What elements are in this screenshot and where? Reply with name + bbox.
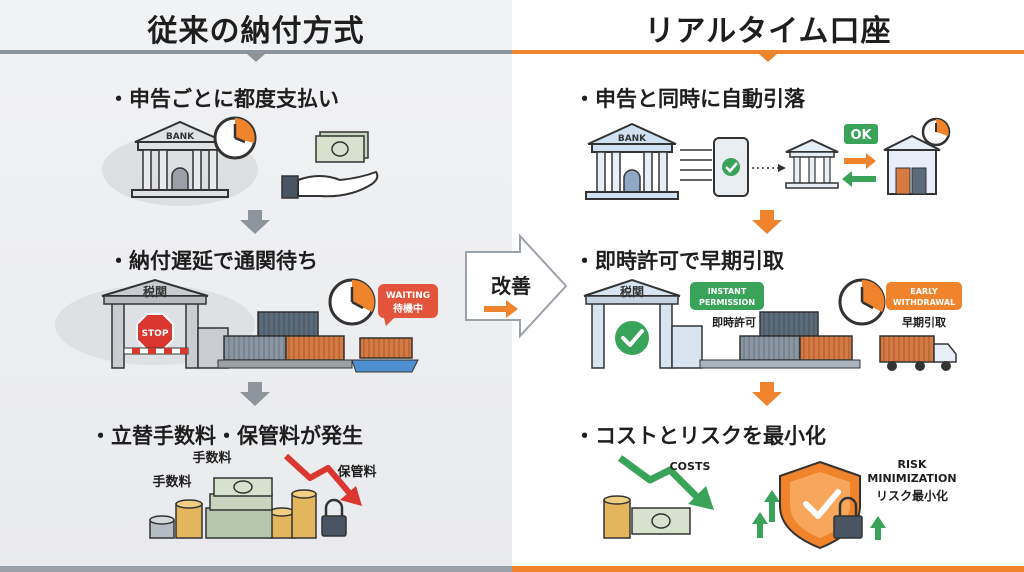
right-bank-icon — [585, 122, 679, 200]
left-clock-icon-2 — [328, 278, 376, 326]
right-down-arrow-1 — [752, 210, 782, 234]
right-containers — [699, 311, 861, 369]
right-title: リアルタイム口座 — [644, 14, 892, 49]
right-down-arrow-2 — [752, 382, 782, 406]
instant-permission-badge — [690, 282, 764, 310]
early-withdrawal-badge — [886, 282, 962, 310]
rising-cost-arrow-icon — [283, 453, 362, 506]
instant-en-1: INSTANT — [708, 287, 747, 296]
risk-en-1: RISK — [897, 458, 926, 471]
ok-badge — [844, 124, 878, 144]
waiting-sub: 待機中 — [393, 302, 423, 315]
check-circle-icon — [613, 319, 651, 357]
left-cash-icon — [315, 131, 369, 163]
fee-label-1: 手数料 — [192, 450, 231, 466]
right-coins-icon — [603, 495, 631, 539]
left-step-2: ・納付遅延で通関待ち — [108, 249, 318, 273]
improvement-label: 改善 — [491, 274, 531, 298]
waiting-label: WAITING — [386, 291, 430, 301]
exchange-arrows — [842, 153, 876, 187]
early-jp: 早期引取 — [902, 315, 946, 329]
left-cash-stack-icon — [205, 477, 273, 539]
left-coins-icon — [149, 489, 317, 539]
right-panel: リアルタイム口座 ・申告と同時に自動引落 ・即時許可で早期引取 ・コストとリスク… — [512, 0, 1024, 572]
right-clock-icon-2 — [838, 278, 886, 326]
right-bottom-bar — [512, 566, 1024, 572]
truck-icon — [879, 335, 957, 371]
warehouse-icon — [883, 134, 941, 195]
right-step-3: ・コストとリスクを最小化 — [574, 424, 826, 448]
early-en-1: EARLY — [910, 287, 938, 296]
left-lock-icon — [321, 498, 347, 537]
right-title-notch — [759, 54, 777, 62]
left-step-3: ・立替手数料・保管料が発生 — [90, 424, 363, 448]
up-arrows-icon — [752, 490, 886, 540]
right-customs-gate — [583, 278, 703, 369]
left-down-arrow-1 — [240, 210, 270, 234]
data-lines — [680, 149, 712, 181]
fee-label-2: 手数料 — [152, 474, 191, 490]
waiting-bubble — [378, 284, 438, 326]
ok-label: OK — [850, 128, 872, 143]
left-title-bar — [0, 50, 512, 54]
early-en-2: WITHDRAWAL — [893, 298, 955, 307]
stop-label: STOP — [142, 329, 169, 339]
costs-label: COSTS — [670, 460, 711, 473]
dotted-arrow — [752, 164, 786, 172]
right-step-1: ・申告と同時に自動引落 — [574, 87, 805, 111]
right-step-2: ・即時許可で早期引取 — [574, 249, 784, 273]
left-customs-label: 税関 — [143, 284, 167, 299]
right-title-bar — [512, 50, 1024, 54]
risk-en-2: MINIMIZATION — [867, 472, 956, 485]
instant-jp: 即時許可 — [712, 315, 756, 329]
storage-fee-label: 保管料 — [336, 464, 376, 480]
right-customs-label: 税関 — [620, 284, 644, 299]
risk-jp: リスク最小化 — [876, 488, 948, 503]
left-bottom-bar — [0, 566, 512, 572]
instant-en-2: PERMISSION — [699, 298, 755, 307]
right-lock-icon — [833, 496, 863, 539]
left-down-arrow-2 — [240, 382, 270, 406]
right-clock-icon — [921, 117, 951, 147]
left-title: 従来の納付方式 — [147, 14, 365, 49]
left-containers — [217, 311, 419, 373]
right-bank-label: BANK — [618, 134, 647, 144]
smartphone-icon — [713, 137, 749, 197]
left-barrier — [123, 347, 189, 355]
left-title-notch — [247, 54, 265, 62]
left-bank-label: BANK — [166, 132, 195, 142]
customs-bank-icon — [785, 138, 839, 189]
right-cash-icon — [631, 507, 691, 535]
costs-down-arrow-icon — [617, 455, 714, 510]
improvement-arrow — [465, 233, 568, 339]
left-clock-icon — [213, 116, 257, 160]
left-step-1: ・申告ごとに都度支払い — [108, 87, 339, 111]
left-hand-icon — [281, 170, 379, 199]
